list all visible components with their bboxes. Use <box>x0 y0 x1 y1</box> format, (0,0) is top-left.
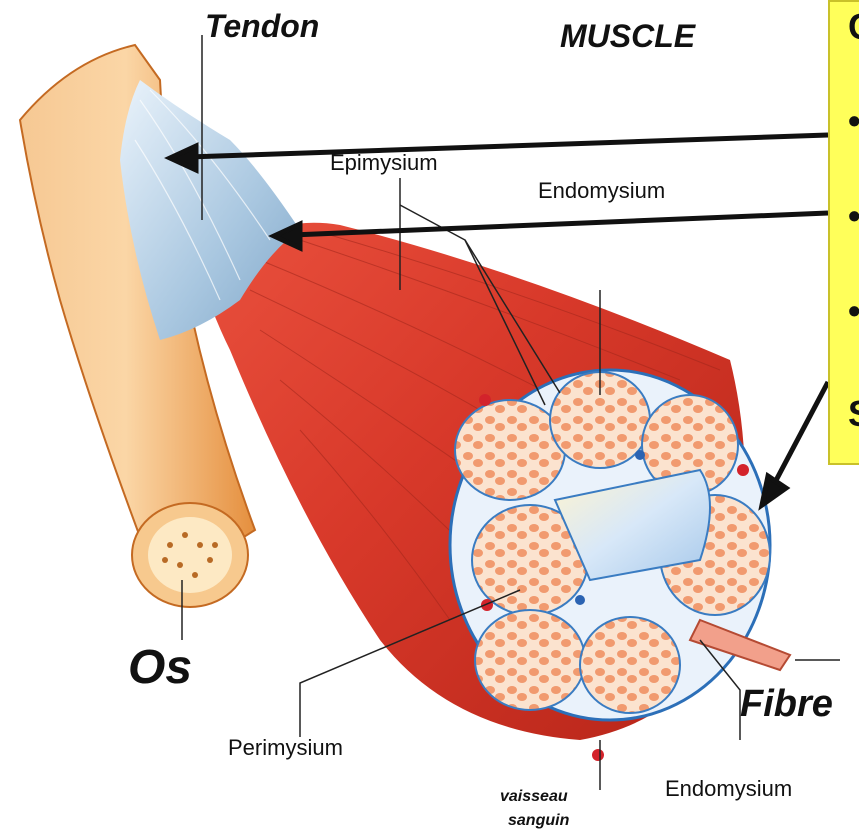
side-note-footer-fragment: S <box>848 393 859 435</box>
label-vaisseau: vaisseau <box>500 788 568 806</box>
label-perimysium: Perimysium <box>228 735 343 761</box>
side-note-bullet: • <box>848 100 859 142</box>
side-note-title-fragment: C <box>848 6 859 48</box>
label-tendon: Tendon <box>205 8 319 45</box>
side-note-bullet: • <box>848 195 859 237</box>
label-sanguin: sanguin <box>508 812 569 830</box>
label-os: Os <box>128 640 192 695</box>
label-endomysium-bottom: Endomysium <box>665 776 792 802</box>
label-epimysium: Epimysium <box>330 150 438 176</box>
label-muscle: MUSCLE <box>560 18 695 55</box>
label-endomysium-top: Endomysium <box>538 178 665 204</box>
side-note-bullet: • <box>848 290 859 332</box>
label-fibre: Fibre <box>740 683 833 726</box>
